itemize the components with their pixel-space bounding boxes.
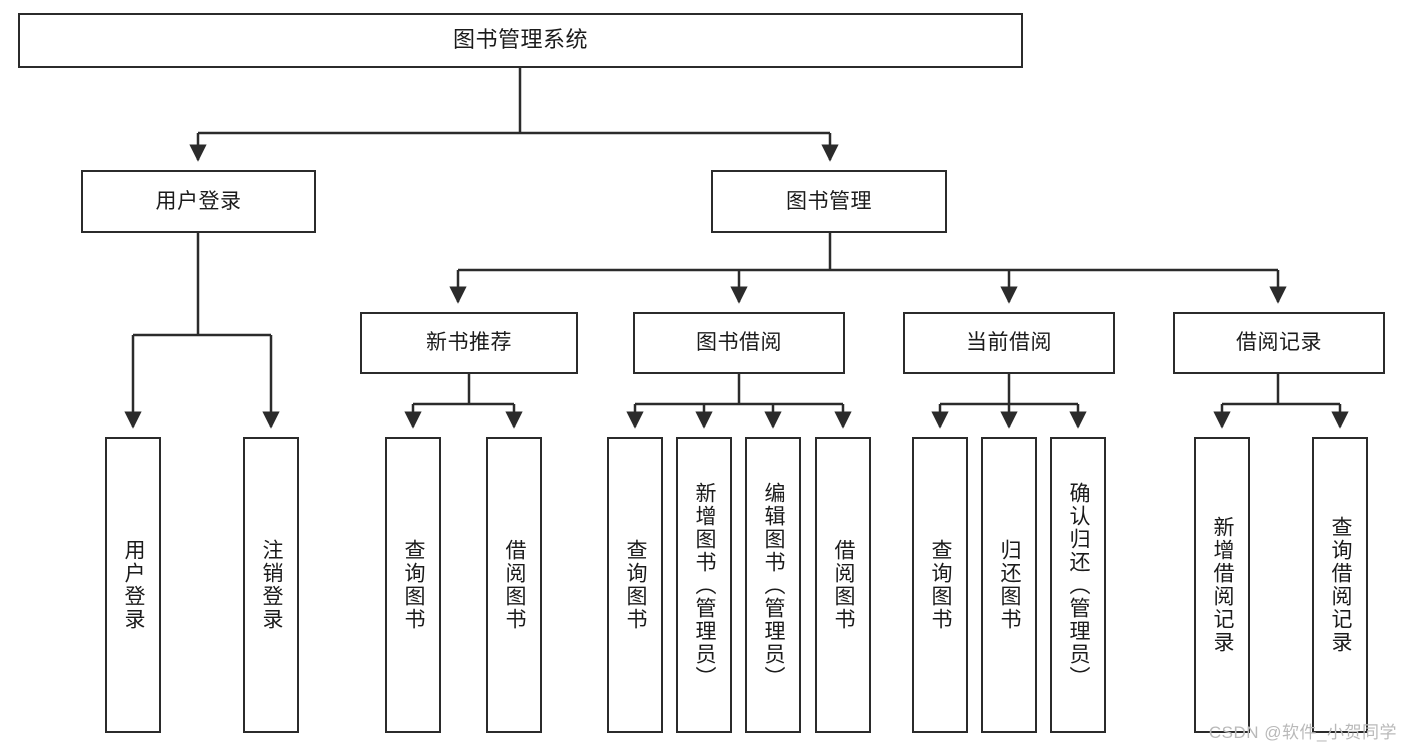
node-book-borrow[interactable]: 图书借阅 (633, 312, 845, 374)
node-label: 查询借阅记录 (1329, 516, 1353, 654)
leaf-current-query-book[interactable]: 查询图书 (912, 437, 968, 733)
node-label: 用户登录 (122, 539, 146, 631)
leaf-borrow-query-book[interactable]: 查询图书 (607, 437, 663, 733)
node-label: 用户登录 (155, 189, 242, 213)
node-label: 确认归还（管理员） (1067, 481, 1091, 689)
node-label: 新书推荐 (426, 331, 512, 355)
node-label: 查询图书 (929, 539, 953, 631)
node-label: 新增图书（管理员） (693, 481, 717, 689)
leaf-record-add-record[interactable]: 新增借阅记录 (1194, 437, 1250, 733)
leaf-user-login-logout[interactable]: 注销登录 (243, 437, 299, 733)
leaf-borrow-edit-book-admin[interactable]: 编辑图书（管理员） (745, 437, 801, 733)
node-label: 查询图书 (402, 539, 426, 631)
watermark-text: CSDN @软件_小贺同学 (1208, 723, 1397, 742)
node-label: 注销登录 (260, 539, 284, 631)
node-label: 借阅图书 (503, 539, 527, 631)
leaf-current-return-book[interactable]: 归还图书 (981, 437, 1037, 733)
node-label: 图书管理系统 (452, 27, 588, 53)
node-label: 编辑图书（管理员） (762, 481, 786, 689)
node-new-book-recommend[interactable]: 新书推荐 (360, 312, 578, 374)
node-label: 图书借阅 (696, 331, 782, 355)
leaf-current-confirm-return-admin[interactable]: 确认归还（管理员） (1050, 437, 1106, 733)
node-user-login[interactable]: 用户登录 (81, 170, 316, 233)
leaf-recommend-borrow-book[interactable]: 借阅图书 (486, 437, 542, 733)
node-label: 借阅记录 (1236, 331, 1322, 355)
node-borrow-record[interactable]: 借阅记录 (1173, 312, 1385, 374)
node-book-management[interactable]: 图书管理 (711, 170, 947, 233)
leaf-record-query-record[interactable]: 查询借阅记录 (1312, 437, 1368, 733)
node-label: 查询图书 (624, 539, 648, 631)
leaf-borrow-add-book-admin[interactable]: 新增图书（管理员） (676, 437, 732, 733)
leaf-user-login-login[interactable]: 用户登录 (105, 437, 161, 733)
node-root-system[interactable]: 图书管理系统 (18, 13, 1023, 68)
node-label: 图书管理 (786, 189, 872, 213)
node-label: 新增借阅记录 (1211, 516, 1235, 654)
node-label: 当前借阅 (966, 331, 1052, 355)
node-current-borrow[interactable]: 当前借阅 (903, 312, 1115, 374)
leaf-borrow-borrow-book[interactable]: 借阅图书 (815, 437, 871, 733)
node-label: 借阅图书 (832, 539, 856, 631)
leaf-recommend-query-book[interactable]: 查询图书 (385, 437, 441, 733)
node-label: 归还图书 (998, 539, 1022, 631)
